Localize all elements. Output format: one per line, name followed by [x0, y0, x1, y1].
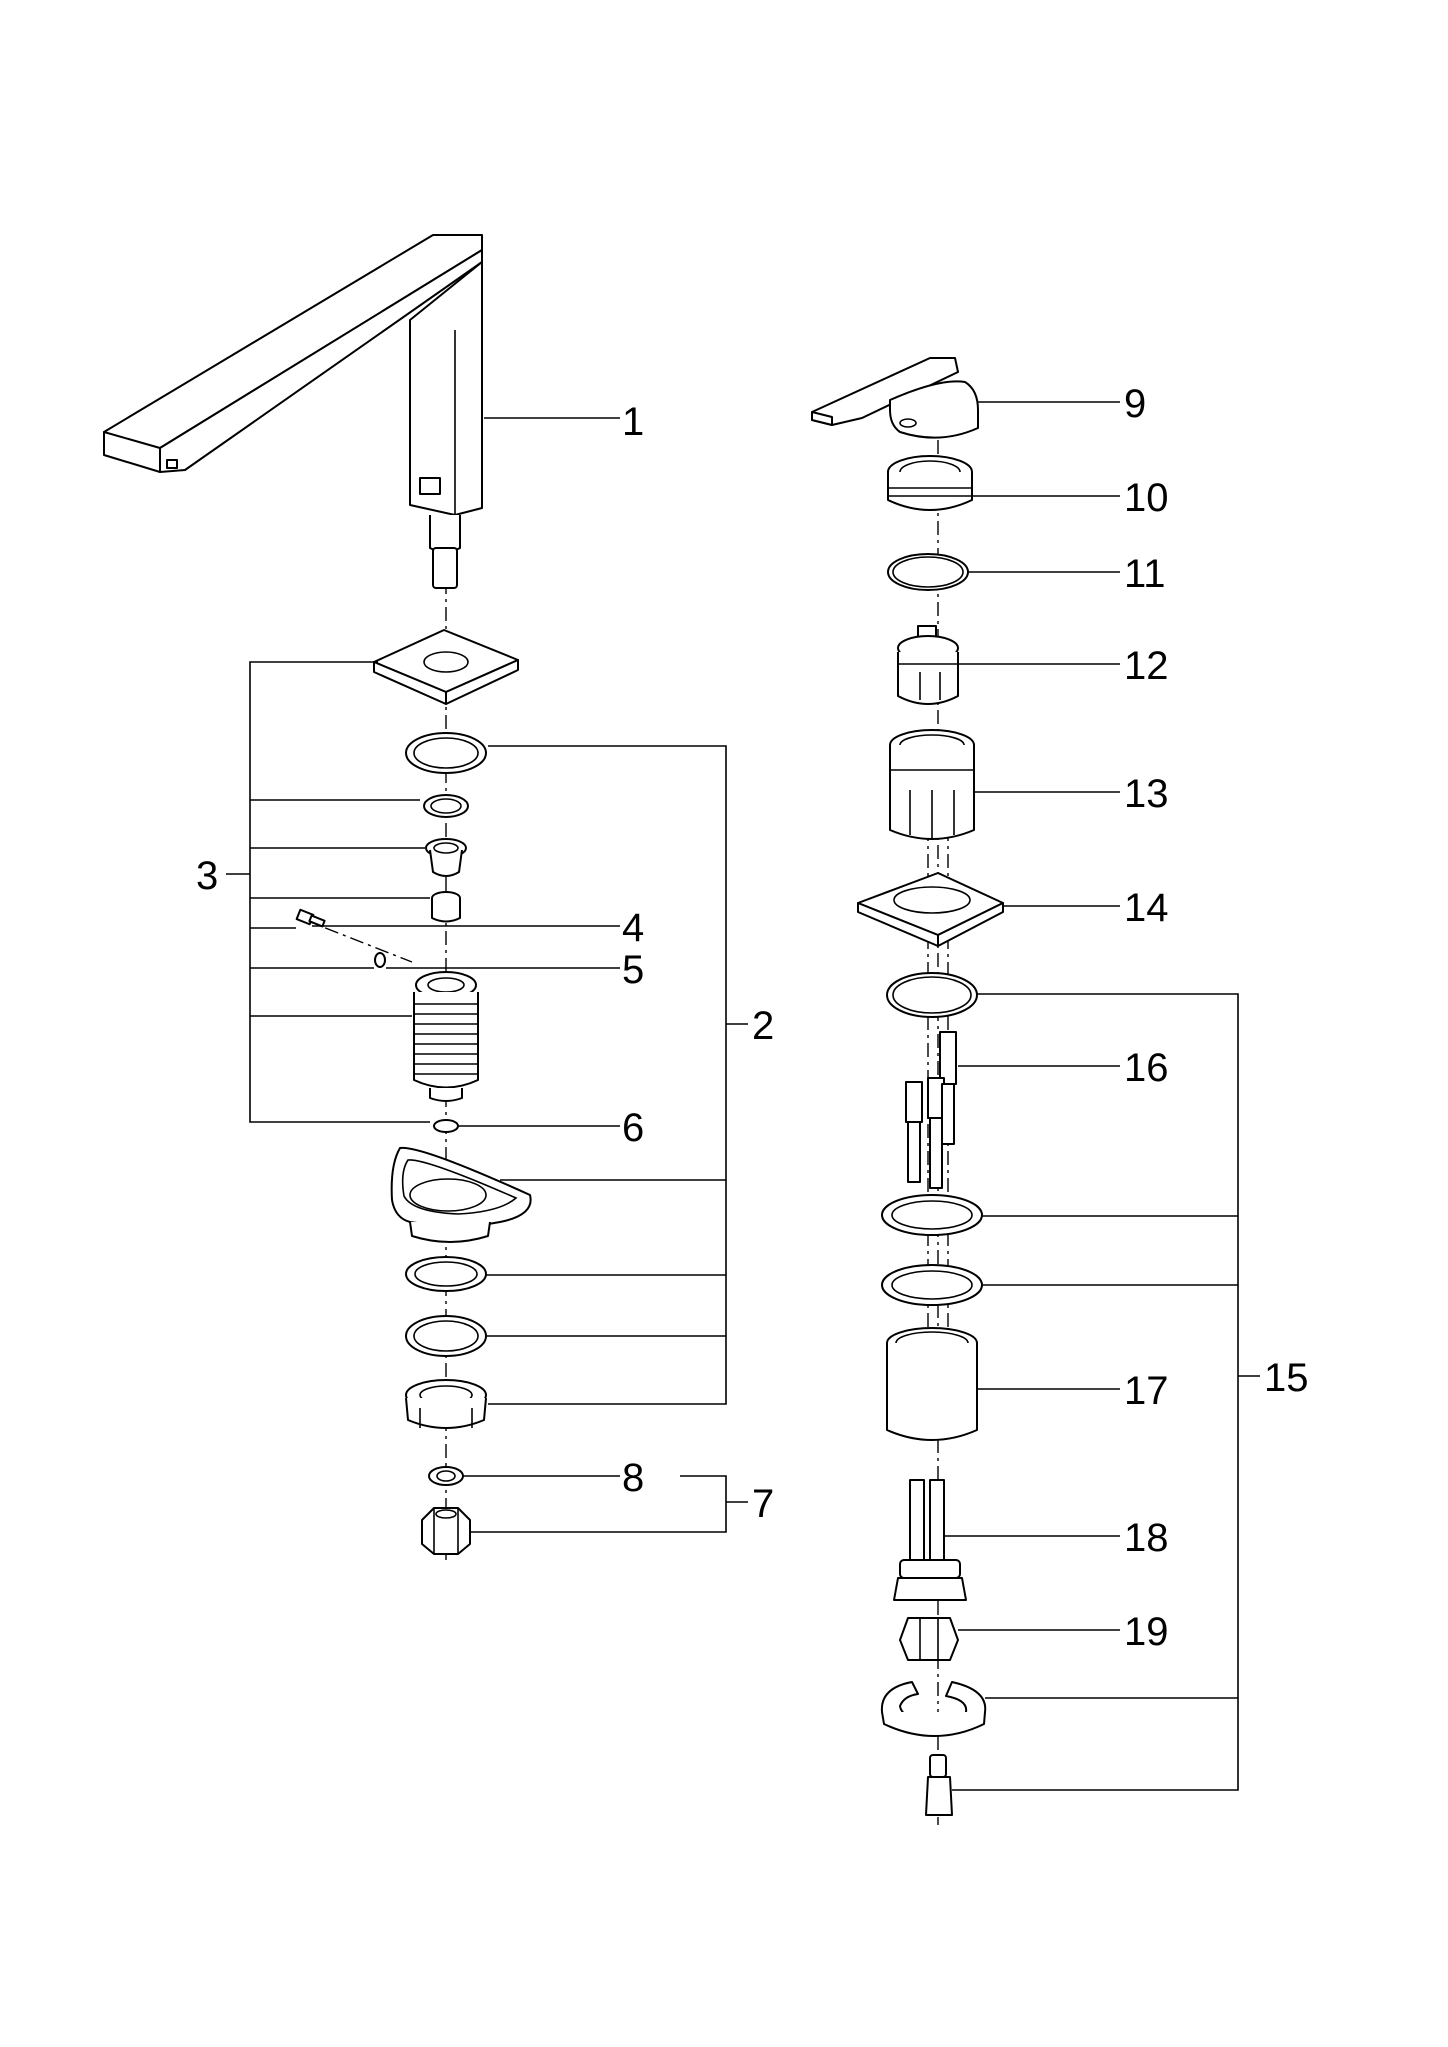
part-7-hex-nut [421, 1507, 471, 1555]
callout-19: 19 [1124, 1610, 1169, 1654]
part-2-ring-b [405, 1315, 487, 1357]
part-3-bushing [425, 838, 467, 877]
callout-17: 17 [1124, 1369, 1169, 1413]
part-16-supply-hoses [905, 1031, 957, 1189]
bracket-15 [952, 993, 1239, 1791]
bracket-2 [488, 745, 727, 1405]
callout-2: 2 [752, 1004, 774, 1048]
callout-6: 6 [622, 1106, 644, 1150]
part-15-threaded-bolt [925, 1754, 953, 1816]
callout-5: 5 [622, 948, 644, 992]
part-17-cover-sleeve [886, 1327, 978, 1441]
part-15-ring-a [881, 1194, 983, 1236]
part-2-lock-nut [405, 1379, 487, 1429]
callout-15: 15 [1264, 1356, 1309, 1400]
part-11-o-ring [887, 553, 969, 591]
part-10-bonnet-nut [887, 455, 973, 511]
callout-13: 13 [1124, 772, 1169, 816]
part-3-sleeve [431, 891, 461, 923]
callout-3: 3 [196, 854, 218, 898]
part-13-cartridge-sleeve [889, 729, 975, 840]
callout-11: 11 [1124, 552, 1166, 596]
part-4-set-screw [295, 908, 326, 928]
bracket-7 [470, 1475, 727, 1533]
part-3-threaded-shank [413, 971, 479, 1102]
callout-9: 9 [1124, 382, 1146, 426]
part-9-lever-handle [811, 357, 979, 439]
callout-10: 10 [1124, 476, 1169, 520]
bracket-3 [249, 661, 430, 1123]
callout-18: 18 [1124, 1516, 1169, 1560]
callout-7: 7 [752, 1482, 774, 1526]
part-8-washer [428, 1466, 464, 1486]
part-2-triangular-base [390, 1146, 532, 1243]
part-15-o-ring-top [886, 972, 978, 1018]
part-12-cartridge [897, 625, 959, 705]
part-18-threaded-rod [893, 1479, 967, 1601]
part-6-small-seal [433, 1119, 459, 1133]
part-3-flange-plate [373, 629, 519, 705]
callout-16: 16 [1124, 1046, 1169, 1090]
callout-12: 12 [1124, 644, 1169, 688]
callout-4: 4 [622, 906, 644, 950]
callout-1: 1 [622, 400, 644, 444]
part-2-seal-ring-top [405, 732, 487, 774]
part-1-spout [103, 234, 483, 589]
callout-14: 14 [1124, 886, 1169, 930]
part-19-nut [899, 1617, 959, 1661]
callout-8: 8 [622, 1456, 644, 1500]
part-14-square-plate [857, 872, 1004, 947]
part-5-o-ring [374, 952, 386, 968]
part-15-horseshoe-washer [880, 1681, 987, 1737]
